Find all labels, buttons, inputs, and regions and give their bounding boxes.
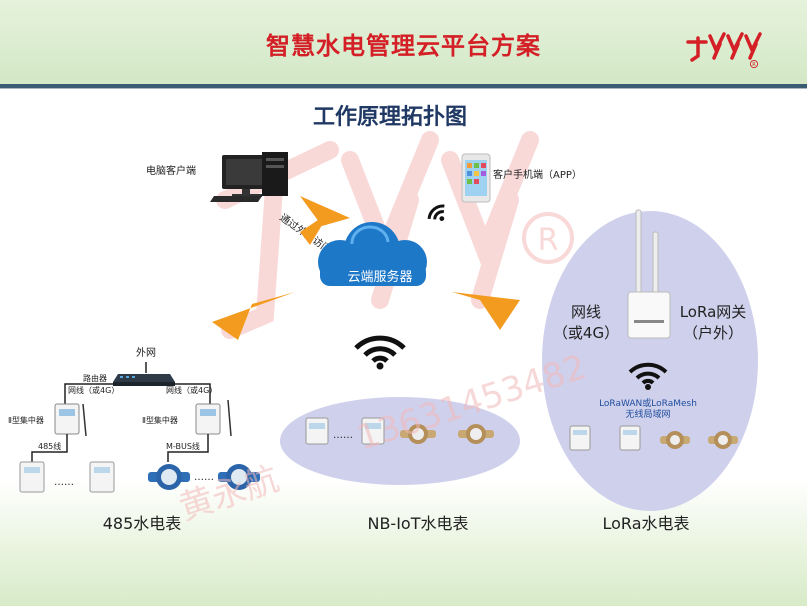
- dots-485: ……: [54, 477, 74, 488]
- water-meter-icon: [400, 424, 436, 444]
- water-meter-icon: [458, 424, 494, 444]
- mbus-label: M-BUS线: [166, 441, 200, 451]
- water-meter-icon: [148, 464, 190, 490]
- meter-icon: [89, 461, 115, 493]
- logo-icon: R: [686, 32, 762, 68]
- header-rule-thin: [0, 88, 807, 89]
- concentrator-left-label: Ⅱ型集中器: [8, 415, 44, 425]
- lora-wan-label-2: 无线局域网: [625, 408, 670, 420]
- lora-gateway-label-2: （户外）: [683, 324, 743, 342]
- water-meter-icon: [218, 464, 260, 490]
- net-left-label: 网线（或4G）: [68, 385, 119, 395]
- header-band: [0, 0, 807, 84]
- lora-net-label: 网线: [571, 303, 601, 321]
- lora-ellipse: [542, 211, 758, 511]
- gateway-icon: [627, 209, 671, 339]
- category-485: 485水电表: [103, 514, 182, 533]
- nbiot-ellipse: [280, 397, 520, 485]
- concentrator-icon: [195, 399, 232, 437]
- svg-text:R: R: [538, 223, 559, 258]
- wifi-icon: [628, 362, 668, 390]
- meter-icon: [19, 461, 45, 493]
- diagram-title: 工作原理拓扑图: [313, 105, 467, 130]
- svg-text:R: R: [752, 62, 756, 68]
- lora-net-label-2: （或4G）: [553, 324, 619, 342]
- router-label: 路由器: [83, 373, 107, 383]
- pc-label: 电脑客户端: [146, 164, 196, 177]
- dots-nbiot: ……: [333, 430, 353, 441]
- mobile-label: 客户手机端（APP）: [493, 168, 582, 181]
- category-lora: LoRa水电表: [603, 514, 690, 533]
- outer-network-label: 外网: [136, 347, 156, 359]
- switch-icon: [113, 374, 175, 386]
- arrow-icon: [452, 292, 520, 330]
- header-rule: [0, 84, 807, 88]
- water-meter-icon: [660, 431, 690, 449]
- bus-485-line: [31, 434, 68, 462]
- pc-icon: [210, 152, 288, 202]
- concentrator-icon: [54, 403, 87, 437]
- page-title: 智慧水电管理云平台方案: [266, 32, 541, 60]
- line485-label: 485线: [38, 441, 61, 451]
- cloud-label: 云端服务器: [347, 269, 412, 285]
- water-meter-icon: [708, 431, 738, 449]
- lora-gateway-label: LoRa网关: [680, 303, 747, 321]
- arrow-icon: [300, 212, 330, 245]
- wifi-icon: [354, 335, 406, 370]
- arrow-icon: [300, 196, 350, 226]
- meter-icon: [569, 425, 591, 451]
- phone-icon: [461, 153, 491, 203]
- net-right-label: 网线（或4G）: [166, 385, 217, 395]
- category-nbiot: NB-IoT水电表: [367, 514, 468, 533]
- net-line-left: [64, 383, 115, 404]
- wifi-icon: [427, 204, 445, 221]
- dots-mbus: ……: [194, 472, 214, 483]
- meter-icon: [305, 417, 329, 445]
- concentrator-right-label: Ⅱ型集中器: [142, 415, 178, 425]
- meter-icon: [361, 417, 385, 445]
- cloud-icon: [318, 222, 427, 286]
- net-line-right: [173, 383, 211, 404]
- arrow-icon: [212, 292, 295, 340]
- bus-mbus-line: [167, 434, 209, 462]
- lora-wan-label: LoRaWAN或LoRaMesh: [599, 397, 697, 409]
- meter-icon: [619, 425, 641, 451]
